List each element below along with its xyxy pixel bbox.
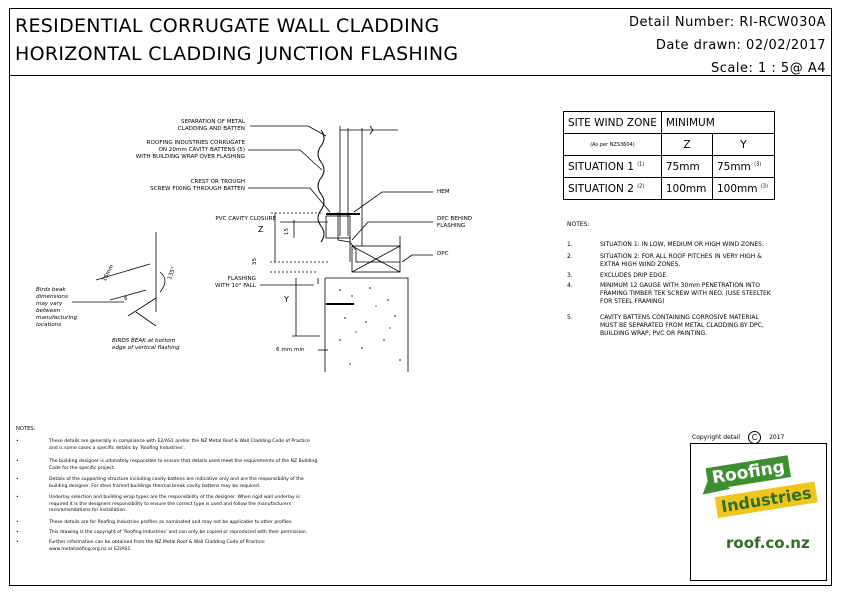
bottom-note-item: •Further information can be obtained fro… xyxy=(16,540,266,552)
note-item: 2.SITUATION 2: FOR ALL ROOF PITCHES IN V… xyxy=(567,253,762,268)
label-hem: HEM xyxy=(437,189,450,195)
bottom-note-item: •Underlay selection and building wrap ty… xyxy=(16,495,300,514)
leader-crest xyxy=(248,187,331,213)
table-col-y: Y xyxy=(711,133,775,156)
dim-15: 15 xyxy=(284,227,291,236)
dim-z: Z xyxy=(258,225,264,234)
table-row: SITUATION 2 (2) 100mm 100mm (3) xyxy=(563,177,775,200)
drawing-title-line2: HORIZONTAL CLADDING JUNCTION FLASHING xyxy=(15,43,459,65)
row-yref: (3) xyxy=(760,183,768,189)
bottom-note-item: •Details of the supporting structure inc… xyxy=(16,477,304,489)
bottom-note-item: •These details are generally in complian… xyxy=(16,439,310,451)
note-item: 3.EXCLUDES DRIP EDGE. xyxy=(567,272,669,279)
leader-dpc xyxy=(401,254,433,263)
timber-plate xyxy=(351,245,401,273)
label-dpc: DPC xyxy=(437,251,449,257)
logo-box xyxy=(690,443,827,581)
table-head-minimum: MINIMUM xyxy=(660,111,775,134)
wind-zone-table: SITE WIND ZONE MINIMUM (As per NZS3604) … xyxy=(563,111,775,200)
table-row: SITUATION 1 (1) 75mm 75mm (3) xyxy=(563,155,775,178)
roofing-industries-logo: Roofing Industries roof.co.nz xyxy=(698,455,818,558)
row-y: 75mm xyxy=(716,160,751,173)
title-divider xyxy=(9,75,832,76)
table-head-site-sub: (As per NZS3604) xyxy=(563,133,662,156)
bottom-note-item: •These details are for Roofing Industrie… xyxy=(16,520,293,525)
logo-url: roof.co.nz xyxy=(726,534,810,552)
leader-dpc-behind xyxy=(351,221,433,241)
beak-dim-6 xyxy=(109,289,147,301)
logo-word-industries: Industries xyxy=(714,481,818,518)
lower-cladding-outline xyxy=(324,277,409,372)
date-drawn: Date drawn: 02/02/2017 xyxy=(655,38,826,53)
flashing-profile xyxy=(337,212,400,263)
dim-35: 35 xyxy=(252,257,259,266)
label-ri-corrugate: ROOFING INDUSTRIES CORRUGATE ON 20mm CAV… xyxy=(135,140,245,160)
beak-angle-arc xyxy=(159,271,166,293)
beak-dim-16 xyxy=(95,263,151,281)
detail-number: Detail Number: RI-RCW030A xyxy=(628,15,826,30)
label-flashing: FLASHING WITH 10° FALL xyxy=(214,276,256,289)
label-birds-beak-vary: Birds beak dimensions may vary between m… xyxy=(36,287,78,328)
label-birds-beak-bottom: BIRDS BEAK at bottom edge of vertical fl… xyxy=(112,338,180,351)
label-crest-screw: CREST OR TROUGH SCREW FIXING THROUGH BAT… xyxy=(150,179,245,192)
leader-ri-corrugate xyxy=(248,149,323,171)
concrete-stipple xyxy=(339,287,401,365)
notes-right-title: NOTES: xyxy=(567,221,590,228)
copyright-year: 2017 xyxy=(769,434,785,441)
note-item: 4.MINIMUM 12 GAUGE WITH 30mm PENETRATION… xyxy=(567,282,771,305)
dim-6: 6 xyxy=(124,296,128,302)
table-head-site: SITE WIND ZONE xyxy=(563,111,662,134)
dim-y: Y xyxy=(284,295,289,304)
beak-return xyxy=(127,297,157,317)
row-y: 100mm xyxy=(716,182,758,195)
label-dpc-behind: DPC BEHIND FLASHING xyxy=(437,216,473,229)
notes-bottom-title: NOTES: xyxy=(16,426,36,432)
bottom-note-item: •This drawing is the copyright of 'Roofi… xyxy=(16,530,308,535)
beak-leader-bottom xyxy=(135,311,157,327)
row-ref: (1) xyxy=(637,161,645,167)
drawing-border xyxy=(9,8,832,586)
row-z: 100mm xyxy=(660,177,713,200)
table-col-z: Z xyxy=(660,133,713,156)
row-label: SITUATION 1 xyxy=(568,160,634,173)
leader-hem xyxy=(353,191,433,213)
label-pvc-closure: PVC CAVITY CLOSURE xyxy=(215,216,276,222)
plate-cross-2 xyxy=(351,245,401,273)
row-label: SITUATION 2 xyxy=(568,182,634,195)
dim-6mm-min: 6 mm min xyxy=(276,347,305,353)
copyright-label: Copyright detail xyxy=(692,434,741,441)
row-yref: (3) xyxy=(754,161,762,167)
break-mark xyxy=(369,125,374,135)
row-ref: (2) xyxy=(637,183,645,189)
bottom-note-item: •The building designer is ultimately res… xyxy=(16,459,318,471)
drawing-title-line1: RESIDENTIAL CORRUGATE WALL CLADDING xyxy=(15,15,440,37)
leader-separation xyxy=(250,125,327,137)
note-item: 1.SITUATION 1: IN LOW, MEDIUM OR HIGH WI… xyxy=(567,241,764,248)
row-z: 75mm xyxy=(660,155,713,178)
note-item: 5.CAVITY BATTENS CONTAINING CORROSIVE MA… xyxy=(567,314,764,337)
label-separation: SEPARATION OF METAL CLADDING AND BATTEN xyxy=(177,119,245,132)
drawing-scale: Scale: 1 : 5@ A4 xyxy=(711,61,826,76)
corrugate-profile xyxy=(317,129,325,243)
